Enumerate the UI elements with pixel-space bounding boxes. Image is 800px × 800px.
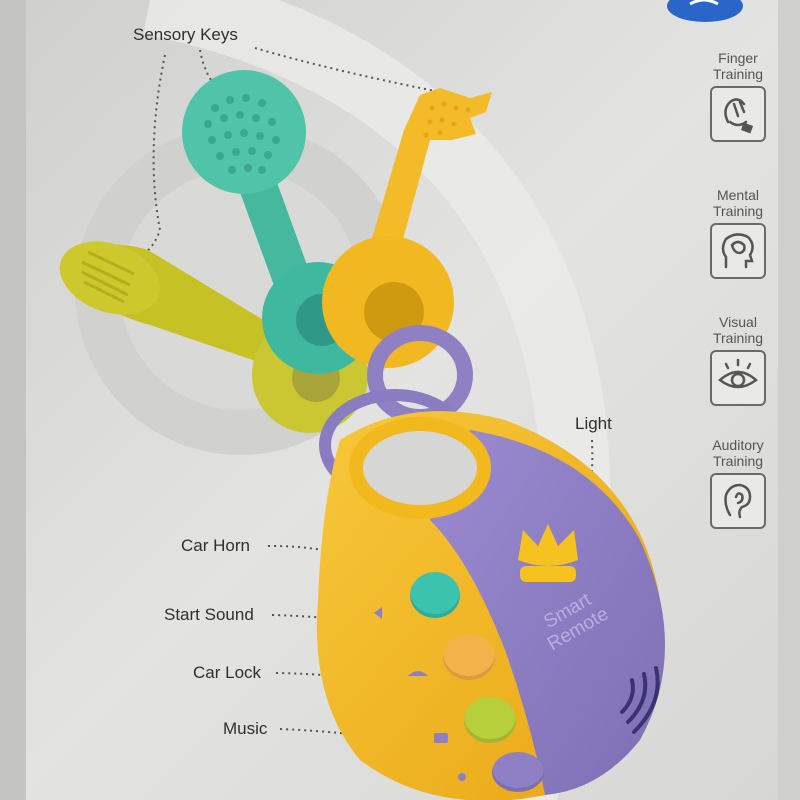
feature-label-line1: Finger [718, 50, 758, 66]
car-horn-label: Car Horn [181, 536, 250, 555]
feature-label-line2: Training [712, 66, 764, 83]
box-right-edge [778, 0, 800, 800]
button-icons [374, 607, 466, 781]
car-horn-button[interactable] [410, 572, 460, 618]
feature-label-line2: Training [712, 203, 764, 220]
feature-label-line1: Mental [716, 187, 760, 203]
feature-label-line1: Visual [719, 314, 757, 330]
feature-label-line2: Training [712, 453, 764, 470]
hand-press-icon [710, 86, 766, 143]
car-lock-button[interactable] [464, 697, 516, 743]
start-sound-button[interactable] [443, 634, 495, 680]
ear-icon [710, 473, 766, 530]
start-sound-label: Start Sound [164, 605, 254, 624]
eye-icon [710, 350, 766, 407]
music-button[interactable] [492, 752, 544, 792]
speaker-icon [620, 666, 660, 734]
feature-label-line2: Training [712, 330, 764, 347]
box-left-edge [0, 0, 26, 800]
smart-remote [316, 411, 665, 800]
feature-finger-training: Finger Training [683, 50, 793, 143]
sensory-keys-label: Sensory Keys [133, 25, 238, 44]
car-lock-label: Car Lock [193, 663, 262, 682]
crown-light-icon [518, 524, 578, 582]
feature-mental-training: Mental Training [683, 187, 793, 280]
feature-auditory-training: Auditory Training [683, 437, 793, 530]
feature-visual-training: Visual Training [683, 314, 793, 407]
brand-logo-mark [689, 0, 719, 6]
brand-logo [667, 0, 743, 22]
feature-label-line1: Auditory [712, 437, 764, 453]
brain-head-icon [710, 223, 766, 280]
music-label: Music [223, 719, 268, 738]
light-label: Light [575, 414, 612, 433]
